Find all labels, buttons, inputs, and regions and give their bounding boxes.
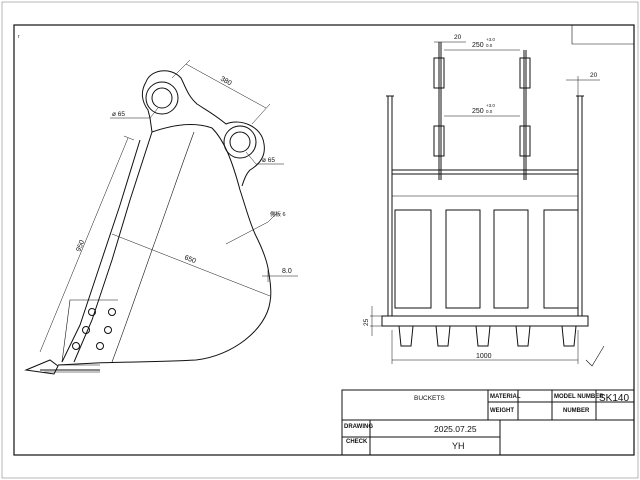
wear-strip [61, 299, 118, 363]
bolt-hole [96, 342, 104, 350]
pin-boss-top-inner [151, 87, 173, 109]
back-opening [445, 209, 481, 309]
check-value: YH [452, 441, 465, 451]
check-mark [585, 345, 605, 367]
tooth [515, 325, 531, 347]
model-value: SK140 [599, 393, 629, 404]
dim-tol-top-lower: 0.0 [486, 43, 493, 48]
title: BUCKETS [414, 395, 445, 402]
dim-pin-dia-top: ø 65 [112, 111, 125, 118]
tooth [398, 325, 414, 347]
cutting-edge [381, 315, 589, 327]
tooth [475, 325, 491, 347]
drawing-label: DRAWING [344, 424, 373, 430]
drawing-border [13, 24, 635, 456]
dim-tol-mid-lower: 0.0 [486, 109, 493, 114]
material-label: MATERIAL [490, 394, 521, 400]
number-label: NUMBER [563, 408, 590, 414]
bolt-hole [104, 326, 112, 334]
bucket-tooth [24, 359, 59, 375]
bolt-hole [88, 308, 96, 316]
dim-width: 1000 [476, 353, 492, 360]
pin-boss-bottom-inner [229, 131, 251, 153]
tooth [435, 325, 451, 347]
bolt-hole [72, 342, 80, 350]
pin-boss-bottom-outer [223, 125, 257, 159]
dim-pin-dia-bottom: ø 65 [262, 157, 275, 164]
dim-lug-thickness: 20 [454, 34, 462, 41]
dim-height: 950 [75, 239, 86, 253]
corner-mark: r [18, 34, 20, 40]
dim-side-thickness: 20 [590, 72, 598, 79]
check-label: CHECK [346, 439, 368, 445]
back-opening [493, 209, 529, 309]
dim-tol-mid-upper: +3.0 [486, 103, 495, 108]
back-opening [394, 209, 432, 309]
back-plate [73, 131, 153, 363]
dim-line-380 [185, 63, 267, 109]
bolt-hole [108, 308, 116, 316]
back-opening [543, 209, 579, 309]
pin-boss-top-outer [145, 81, 179, 115]
bucket-front-view: 20 250 +3.0 0.0 250 +3.0 0.0 20 25 1000 [363, 34, 605, 367]
dim-lug-spacing-top: 250 [472, 42, 484, 49]
bolt-hole [82, 326, 90, 334]
dim-plate: 8.0 [282, 268, 292, 275]
tooth [561, 325, 577, 347]
dim-lug-spacing-mid: 250 [472, 108, 484, 115]
side-plate-note: 側板 6 [270, 210, 286, 218]
title-block: BUCKETS MATERIAL WEIGHT MODEL NUMBER SK1… [341, 389, 635, 456]
dim-tol-top-upper: +3.0 [486, 37, 495, 42]
bucket-side-view: 380 ø 65 ø 65 950 650 8.0 側板 6 [24, 59, 298, 375]
side-plate-edge [111, 131, 195, 363]
drawing-date: 2025.07.25 [434, 424, 477, 434]
lug-right-bottom [519, 125, 531, 157]
model-label: MODEL NUMBER [554, 394, 604, 400]
dim-depth: 650 [183, 254, 197, 265]
bucket-body-outline [57, 124, 272, 366]
weight-label: WEIGHT [490, 408, 514, 414]
lug-right-top [519, 57, 531, 89]
back-plate-inner [61, 139, 141, 363]
dim-edge-height: 25 [363, 318, 370, 326]
dim-line-650 [111, 233, 271, 297]
bucket-bracket [145, 70, 265, 187]
dim-line-950 [39, 137, 129, 353]
corner-tab [571, 25, 634, 45]
dim-pin-spacing: 380 [219, 76, 233, 88]
bracket-lower-edge [141, 81, 153, 133]
